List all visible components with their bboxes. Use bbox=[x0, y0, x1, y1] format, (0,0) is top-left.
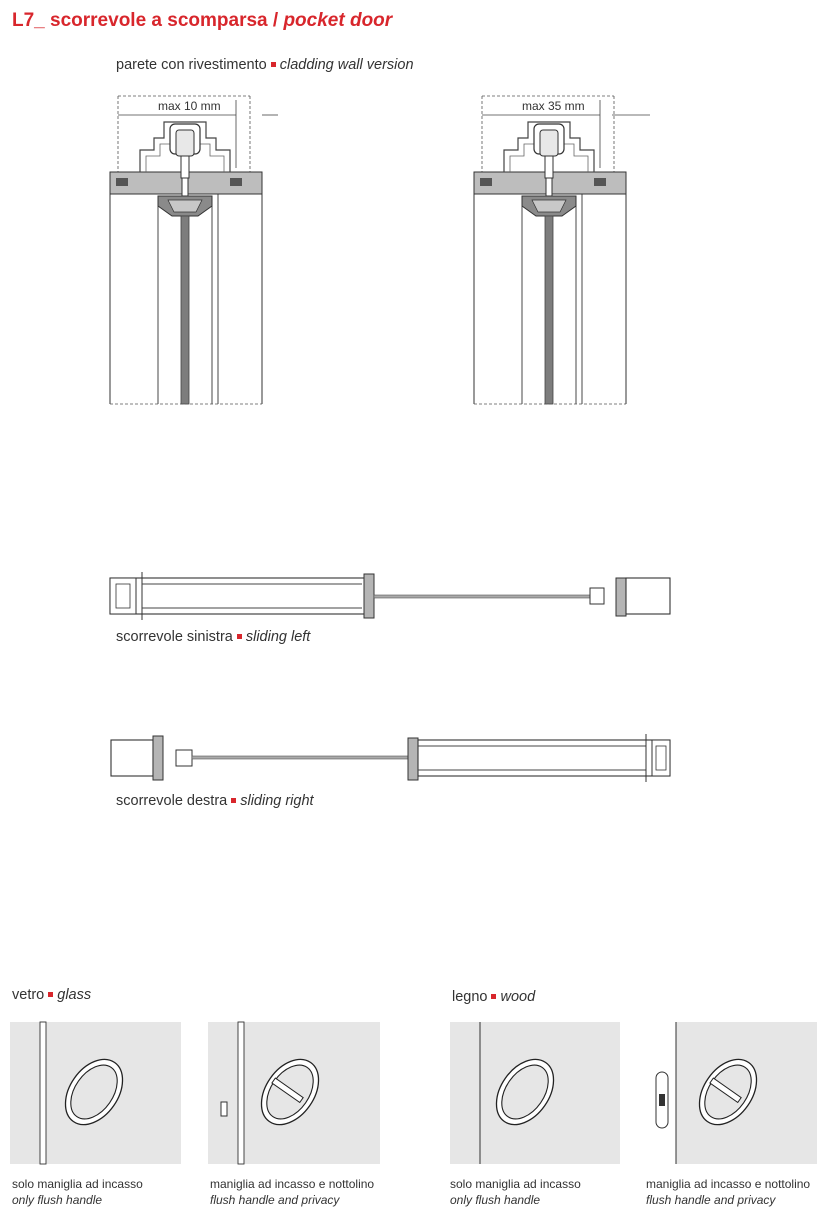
wood-option-2-it: maniglia ad incasso e nottolino bbox=[646, 1177, 811, 1191]
caption-wood-flush-handle-privacy: maniglia ad incasso e nottolino flush ha… bbox=[646, 1176, 810, 1208]
sliding-left-it: scorrevole sinistra bbox=[116, 629, 233, 645]
glass-option-2-en: flush handle and privacy bbox=[210, 1193, 340, 1207]
section-view-max10 bbox=[109, 95, 263, 405]
heading-glass: vetro glass bbox=[12, 987, 91, 1003]
glass-flush-handle-panel bbox=[10, 1021, 181, 1165]
title-english: pocket door bbox=[283, 10, 393, 31]
glass-label-it: vetro bbox=[12, 987, 45, 1003]
caption-wood-flush-handle: solo maniglia ad incasso only flush hand… bbox=[450, 1176, 581, 1208]
title-code: L7_ bbox=[12, 10, 45, 31]
sliding-left-en: sliding left bbox=[245, 629, 311, 645]
dimension-max-35: max 35 mm bbox=[522, 99, 585, 113]
wood-flush-handle-panel bbox=[450, 1022, 620, 1164]
glass-flush-handle-privacy-panel bbox=[208, 1021, 380, 1165]
plan-sliding-right bbox=[110, 734, 671, 782]
title-separator: / bbox=[272, 10, 279, 31]
red-bullet-icon bbox=[48, 991, 54, 997]
glass-option-1-it: solo maniglia ad incasso bbox=[12, 1177, 143, 1191]
page-title: L7_ scorrevole a scomparsa / pocket door bbox=[12, 10, 392, 32]
caption-glass-flush-handle-privacy: maniglia ad incasso e nottolino flush ha… bbox=[210, 1176, 374, 1208]
red-bullet-icon bbox=[236, 633, 242, 639]
wood-label-en: wood bbox=[500, 989, 536, 1005]
caption-glass-flush-handle: solo maniglia ad incasso only flush hand… bbox=[12, 1176, 143, 1208]
wood-option-2-en: flush handle and privacy bbox=[646, 1193, 776, 1207]
wood-option-1-en: only flush handle bbox=[450, 1193, 541, 1207]
title-italian: scorrevole a scomparsa bbox=[50, 10, 268, 31]
section-label-cladding: parete con rivestimento cladding wall ver… bbox=[116, 57, 414, 73]
cladding-label-en: cladding wall version bbox=[279, 57, 414, 73]
caption-sliding-left: scorrevole sinistra sliding left bbox=[116, 629, 310, 645]
plan-sliding-left bbox=[109, 572, 671, 620]
glass-option-1-en: only flush handle bbox=[12, 1193, 103, 1207]
wood-option-1-it: solo maniglia ad incasso bbox=[450, 1177, 581, 1191]
glass-option-2-it: maniglia ad incasso e nottolino bbox=[210, 1177, 375, 1191]
red-bullet-icon bbox=[270, 61, 276, 67]
caption-sliding-right: scorrevole destra sliding right bbox=[116, 793, 314, 809]
sliding-right-it: scorrevole destra bbox=[116, 793, 228, 809]
dimension-max-10: max 10 mm bbox=[158, 99, 221, 113]
sliding-right-en: sliding right bbox=[240, 793, 314, 809]
red-bullet-icon bbox=[231, 797, 237, 803]
heading-wood: legno wood bbox=[452, 989, 535, 1005]
red-bullet-icon bbox=[491, 993, 497, 999]
wood-flush-handle-privacy-panel bbox=[646, 1022, 817, 1164]
wood-label-it: legno bbox=[452, 989, 488, 1005]
section-view-max35 bbox=[473, 95, 627, 405]
glass-label-en: glass bbox=[57, 987, 92, 1003]
cladding-label-it: parete con rivestimento bbox=[116, 57, 267, 73]
